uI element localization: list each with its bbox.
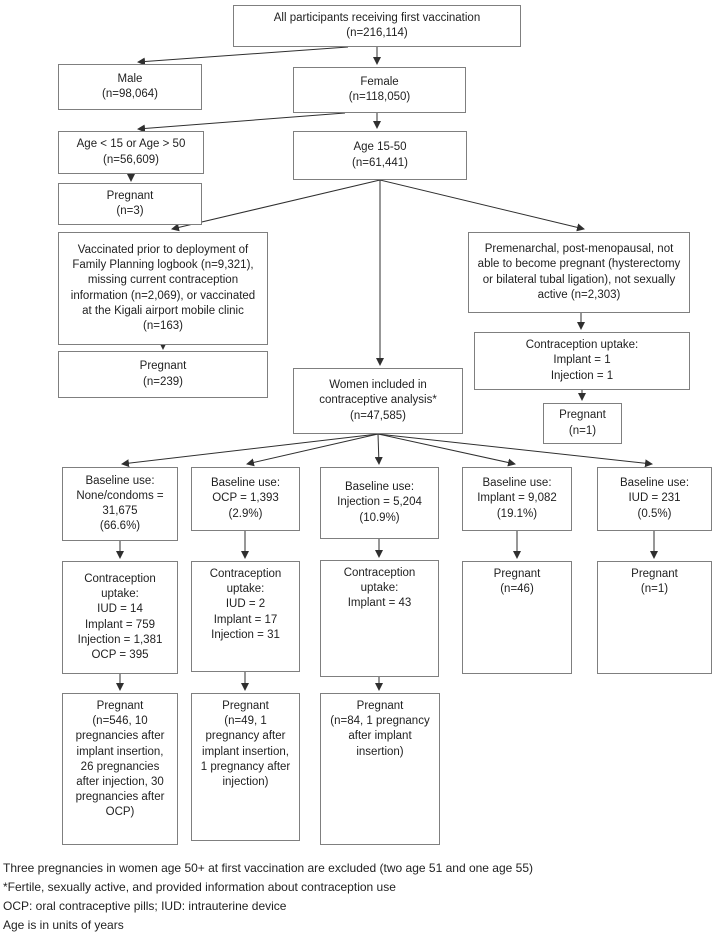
node-pregnant-1-right: Pregnant (n=1) (543, 403, 622, 444)
node-age-included: Age 15-50 (n=61,441) (293, 131, 467, 180)
node-uptake-injection: Contraception uptake: Implant = 43 (320, 560, 439, 677)
node-pregnant-3: Pregnant (n=3) (58, 183, 202, 225)
flow-arrow (246, 433, 379, 467)
flow-arrow (379, 179, 585, 232)
node-pregnant-49: Pregnant (n=49, 1 pregnancy after implan… (191, 693, 300, 841)
footnote-age-units: Age is in units of years (3, 918, 124, 932)
footnotes: Three pregnancies in women age 50+ at fi… (3, 859, 533, 934)
footnote-pregnancies-excluded: Three pregnancies in women age 50+ at fi… (3, 861, 534, 875)
node-baseline-ocp: Baseline use: OCP = 1,393 (2.9%) (191, 467, 300, 531)
node-uptake-right: Contraception uptake: Implant = 1 Inject… (474, 332, 690, 390)
node-pregnant-1-iud: Pregnant (n=1) (597, 561, 712, 674)
flow-arrow (137, 112, 346, 133)
node-pregnant-239: Pregnant (n=239) (58, 351, 268, 398)
flow-arrow (374, 433, 383, 465)
node-pregnant-46: Pregnant (n=46) (462, 561, 572, 674)
node-age-excluded: Age < 15 or Age > 50 (n=56,609) (58, 131, 204, 174)
node-pregnant-84: Pregnant (n=84, 1 pregnancy after implan… (320, 693, 440, 845)
node-uptake-none: Contraception uptake: IUD = 14 Implant =… (62, 561, 178, 674)
node-premenarchal: Premenarchal, post-menopausal, not able … (468, 232, 690, 313)
node-baseline-none: Baseline use: None/condoms = 31,675 (66.… (62, 467, 178, 541)
node-baseline-implant: Baseline use: Implant = 9,082 (19.1%) (462, 467, 572, 531)
flow-arrow (171, 179, 381, 232)
node-male: Male (n=98,064) (58, 64, 202, 110)
node-uptake-ocp: Contraception uptake: IUD = 2 Implant = … (191, 561, 300, 672)
footnote-abbreviations: OCP: oral contraceptive pills; IUD: intr… (3, 899, 287, 913)
flow-arrow (377, 433, 516, 467)
footnote-fertile: *Fertile, sexually active, and provided … (3, 880, 396, 894)
node-pregnant-546: Pregnant (n=546, 10 pregnancies after im… (62, 693, 178, 845)
node-baseline-injection: Baseline use: Injection = 5,204 (10.9%) (320, 467, 439, 539)
node-baseline-iud: Baseline use: IUD = 231 (0.5%) (597, 467, 712, 531)
flow-arrow (137, 46, 349, 66)
node-women-included: Women included in contraceptive analysis… (293, 368, 463, 434)
node-excluded-logbook: Vaccinated prior to deployment of Family… (58, 232, 268, 345)
flow-arrow (121, 433, 379, 468)
node-female: Female (n=118,050) (293, 67, 466, 113)
node-all-participants: All participants receiving first vaccina… (233, 5, 521, 47)
